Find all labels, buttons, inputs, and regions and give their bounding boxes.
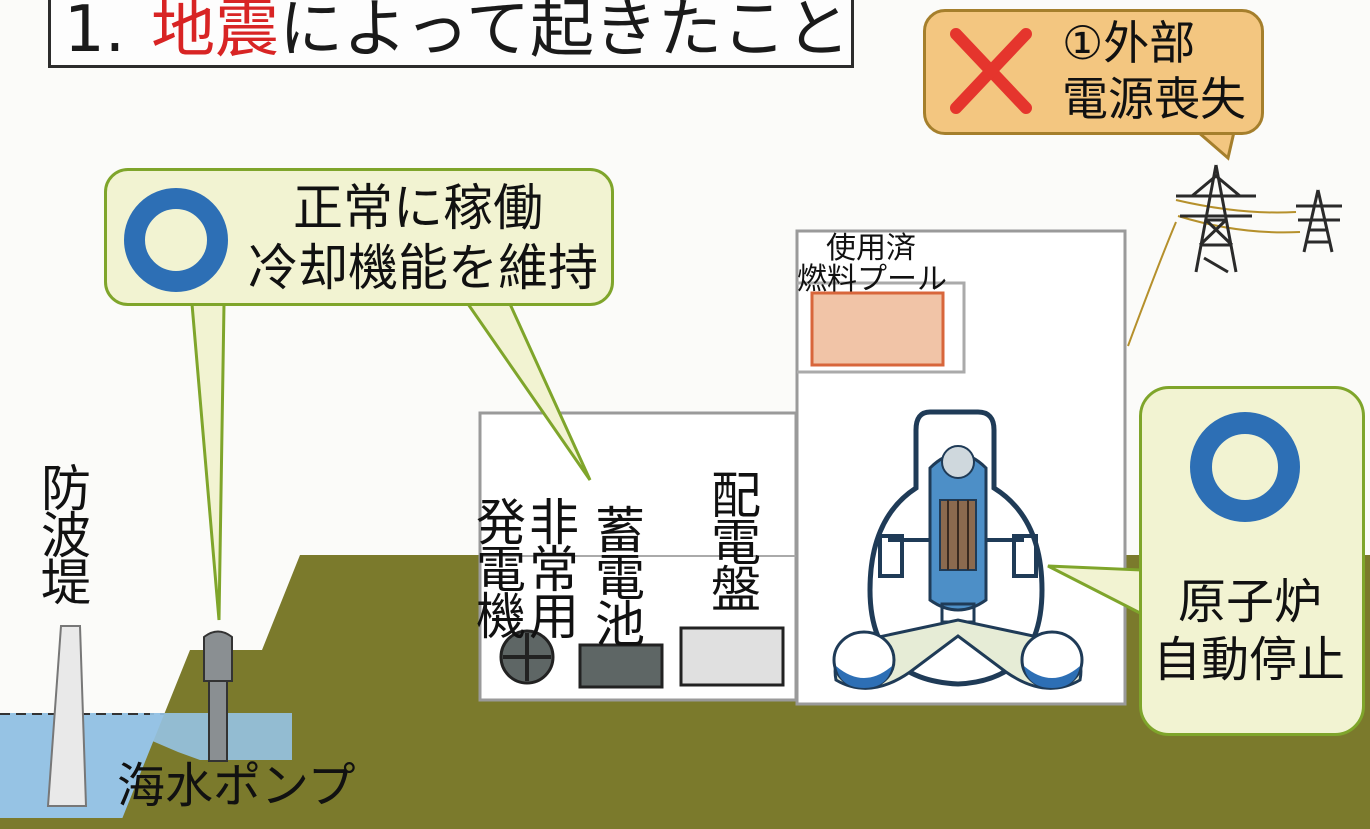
failure-cross-icon [950, 28, 1032, 114]
switchboard-icon [679, 626, 785, 687]
reactor-vessel-icon [832, 409, 1084, 690]
callout-reactor-line2: 自動停止 [1153, 632, 1346, 688]
battery-label: 蓄電池 [595, 502, 645, 654]
emergency-generator-label-col1: 非常用 [529, 494, 579, 646]
title-number: 1. [64, 0, 126, 67]
emergency-generator-label-col2: 発電機 [476, 494, 526, 646]
callout-power-line1: ①外部 [1062, 16, 1196, 70]
switchboard-label: 配電盤 [711, 467, 761, 619]
ground-base [0, 818, 1370, 829]
power-line [1127, 199, 1301, 347]
callout-reactor-line1: 原子炉 [1178, 574, 1323, 630]
breakwater-label: 防波堤 [41, 460, 91, 612]
ok-circle-icon [1190, 412, 1300, 522]
spent-fuel-pool-label-line1: 使用済 [826, 231, 916, 266]
page-title: 1.地震によって起きたこと [64, 0, 850, 62]
battery-icon [578, 643, 664, 689]
pointer-to-tower [1193, 130, 1236, 161]
pointer-to-pump [190, 302, 226, 621]
ok-circle-icon [124, 188, 228, 292]
power-tower-small-icon [1296, 189, 1342, 253]
spent-fuel-pool [810, 291, 945, 367]
spent-fuel-pool-label-line2: 燃料プール [797, 262, 947, 297]
generator-icon [499, 629, 555, 685]
reactor-building-upper [797, 281, 966, 374]
seawater-pump-shaft [208, 680, 228, 762]
seawater-pump [203, 630, 233, 682]
power-tower-icon [1176, 164, 1256, 274]
callout-normal-line2: 冷却機能を維持 [248, 239, 598, 297]
title-box [48, 0, 854, 68]
breakwater [46, 625, 88, 807]
seawater-pump-label: 海水ポンプ [117, 758, 356, 814]
title-rest: によって起きたこと [279, 0, 850, 67]
callout-power-loss [923, 9, 1264, 135]
callout-power-line2: 電源喪失 [1062, 72, 1246, 126]
title-highlight: 地震 [151, 0, 280, 67]
callout-normal-line1: 正常に稼働 [293, 179, 543, 237]
